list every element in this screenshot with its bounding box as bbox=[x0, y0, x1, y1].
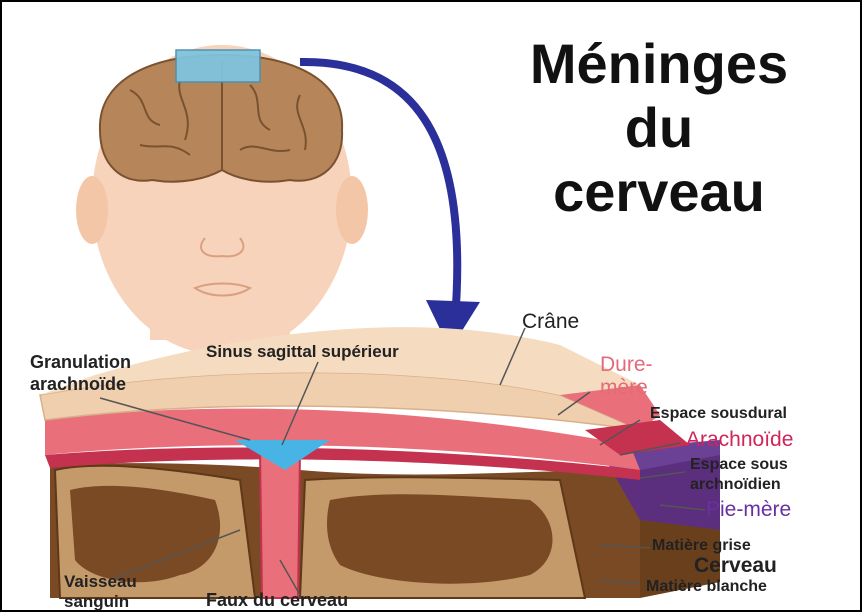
label-vaisseau-1: Vaisseau bbox=[64, 572, 137, 592]
falx-cerebri bbox=[260, 450, 300, 598]
neck bbox=[150, 300, 290, 340]
label-espace-sous-2: archnoïdien bbox=[690, 476, 781, 494]
label-granulation-2: arachnoïde bbox=[30, 374, 126, 395]
label-arachnoide: Arachnoïde bbox=[686, 428, 793, 452]
label-dure-2: mère bbox=[600, 376, 648, 400]
title-line-2: du bbox=[470, 96, 848, 160]
label-pie-mere: Pie-mère bbox=[706, 498, 791, 522]
head-illustration bbox=[76, 45, 368, 355]
page-title: Méninges du cerveau bbox=[470, 32, 848, 224]
label-espace-sous-1: Espace sous bbox=[690, 456, 788, 474]
left-ear bbox=[76, 176, 108, 244]
right-ear bbox=[336, 176, 368, 244]
title-line-1: Méninges bbox=[470, 32, 848, 96]
label-vaisseau-2: sanguin bbox=[64, 592, 129, 612]
white-matter-left-fold bbox=[70, 486, 220, 582]
label-sinus: Sinus sagittal supérieur bbox=[206, 342, 399, 362]
zoom-window bbox=[176, 50, 260, 82]
label-faux: Faux du cerveau bbox=[206, 590, 348, 611]
label-matiere-grise: Matière grise bbox=[652, 537, 751, 555]
label-granulation-1: Granulation bbox=[30, 352, 131, 373]
label-cerveau: Cerveau bbox=[694, 554, 777, 578]
label-dure-1: Dure- bbox=[600, 353, 653, 377]
title-line-3: cerveau bbox=[470, 160, 848, 224]
label-matiere-blanche: Matière blanche bbox=[646, 578, 767, 596]
label-espace-sousdural: Espace sousdural bbox=[650, 405, 787, 423]
white-matter-right-fold bbox=[327, 494, 552, 583]
label-crane: Crâne bbox=[522, 310, 579, 334]
